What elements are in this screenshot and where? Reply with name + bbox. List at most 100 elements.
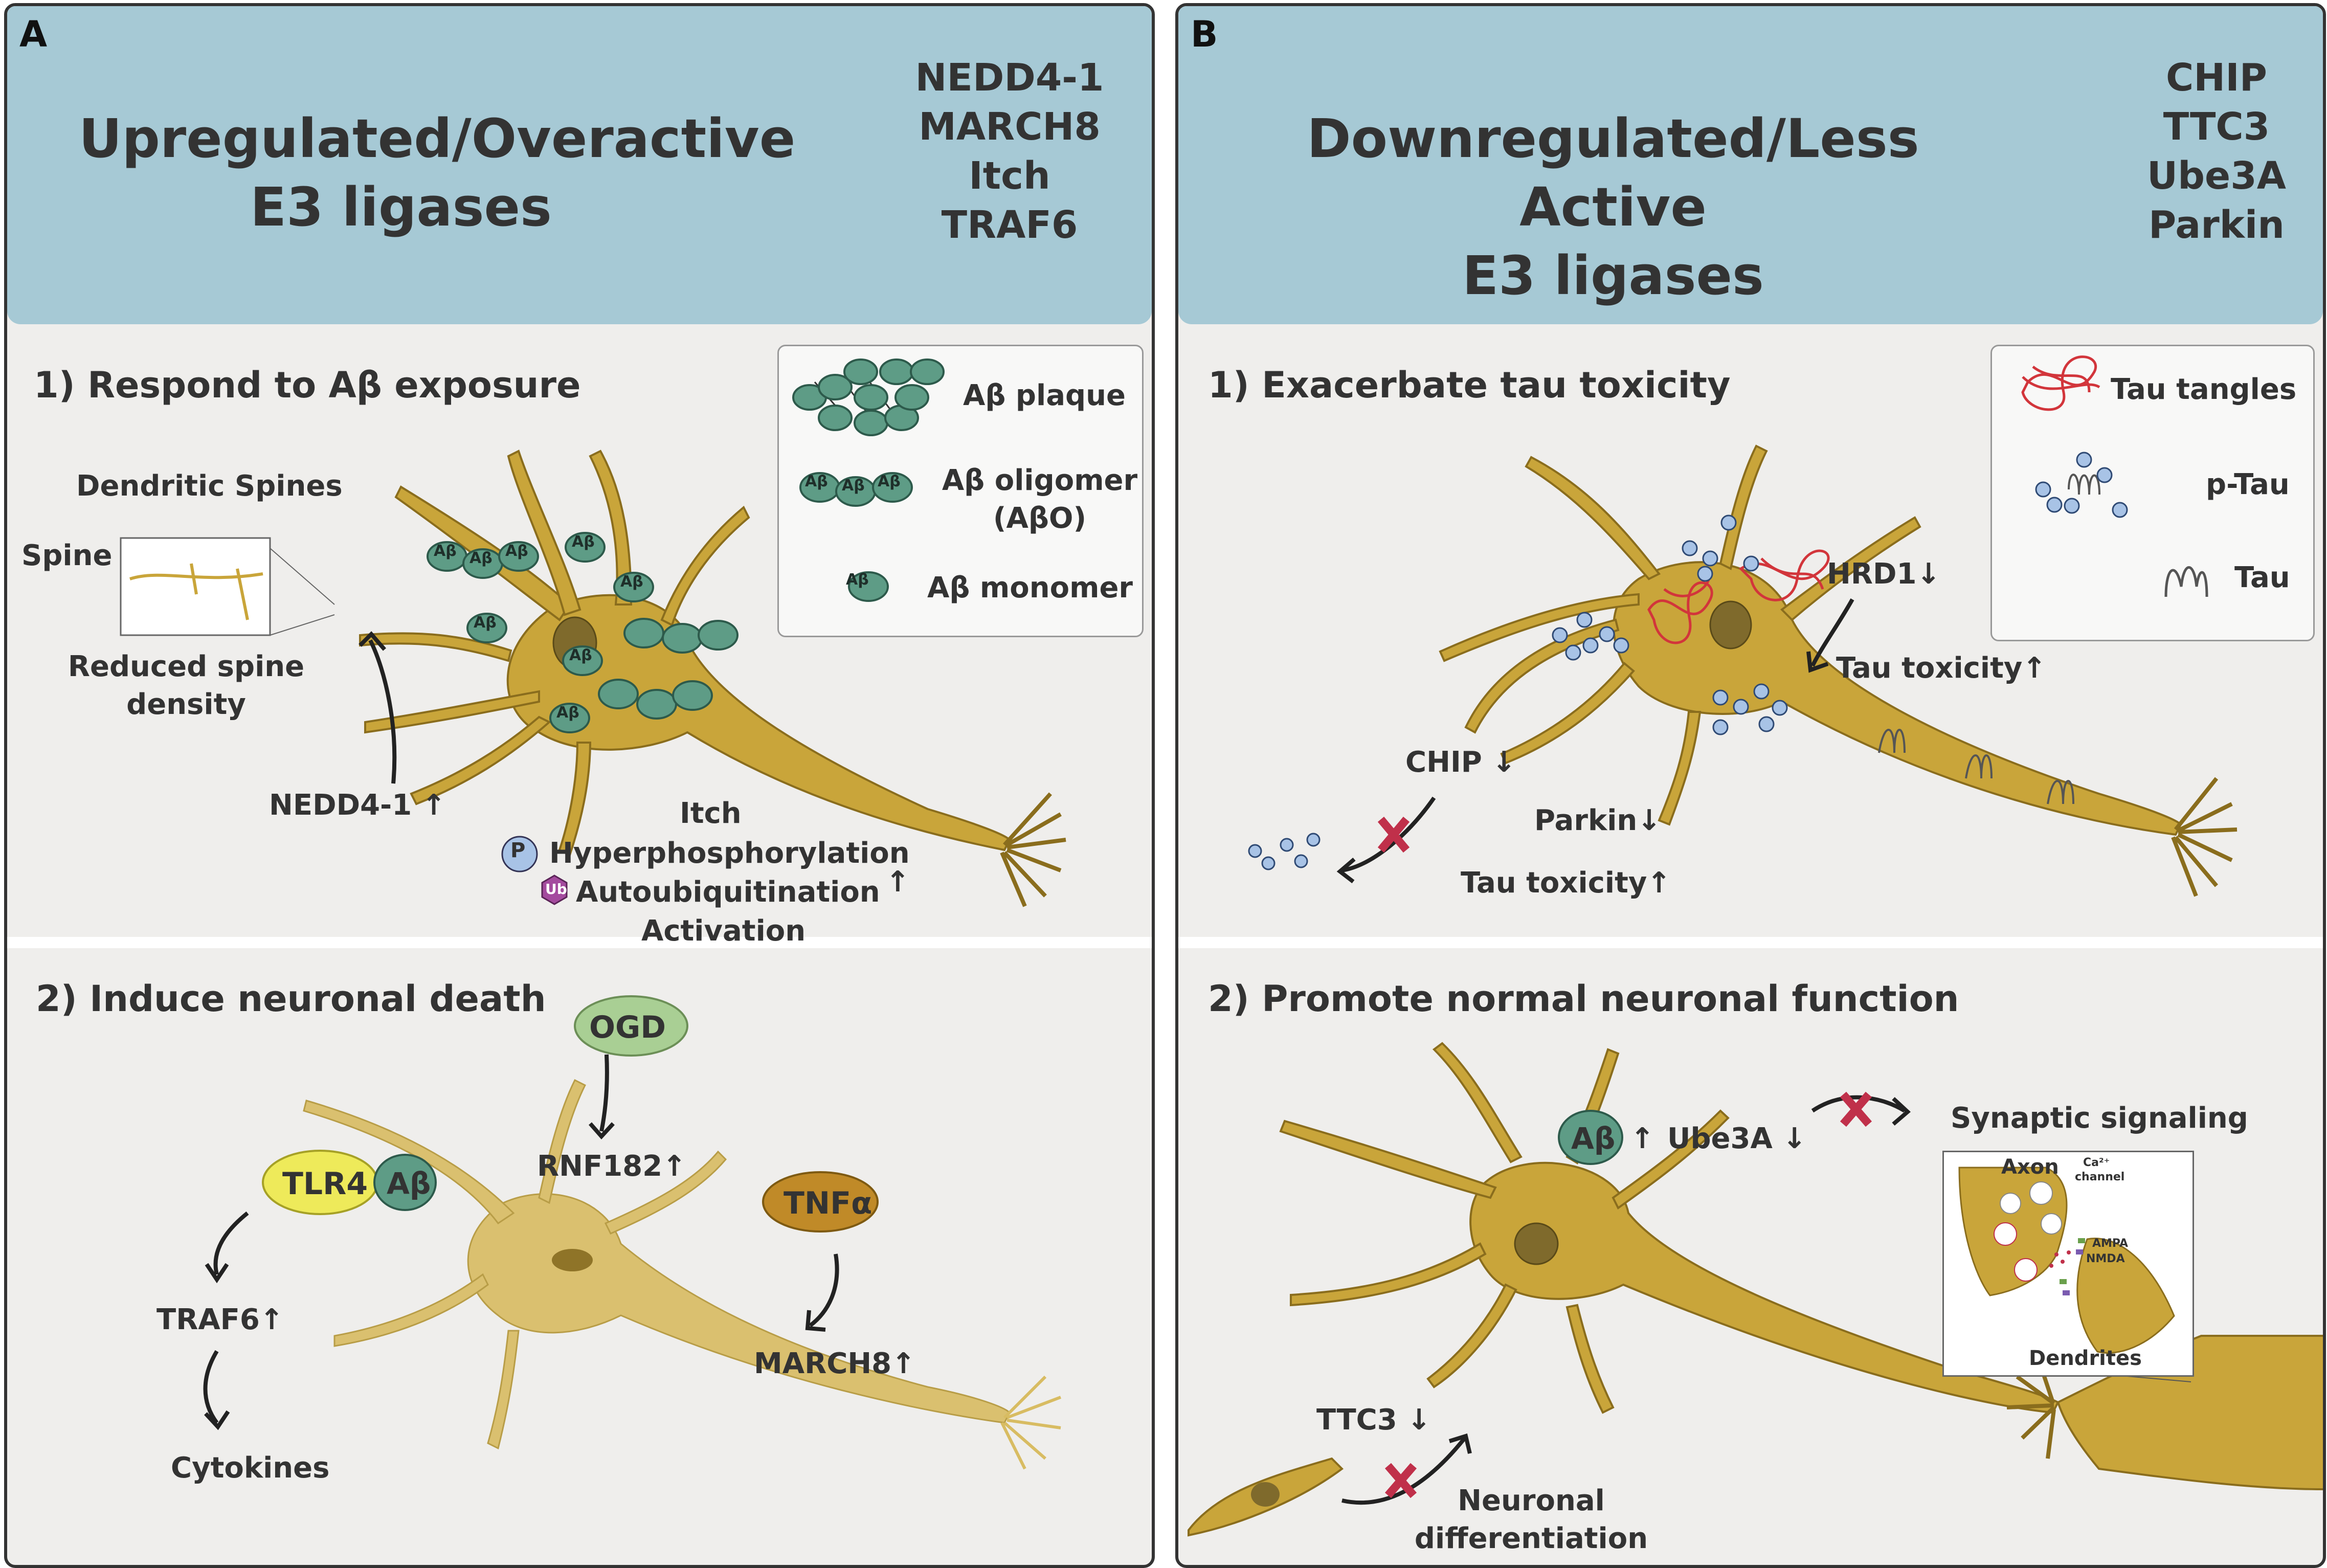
tau-tox1-text: Tau toxicity — [1836, 652, 2023, 685]
ttc3-text: TTC3 — [1316, 1403, 1397, 1437]
abeta-token-legend: Aβ — [805, 473, 828, 490]
panel-a-header: A Upregulated/Overactive E3 ligases NEDD… — [7, 6, 1152, 324]
parkin-label: Parkin↓ — [1534, 804, 1661, 837]
panel-b-title: Downregulated/Less Active E3 ligases — [1255, 104, 1971, 310]
neuronal-differentiation-label: Neuronal differentiation — [1403, 1482, 1659, 1558]
reduced-spine-line2: density — [126, 688, 246, 721]
tnfa-oval — [762, 1171, 879, 1233]
panel-a-title-line1: Upregulated/Overactive — [79, 107, 796, 170]
phosphate-icon — [501, 836, 538, 872]
legend-b-icons — [2021, 355, 2208, 597]
abeta-b-up-icon: ↑ — [1630, 1122, 1654, 1155]
rnf182-label: RNF182↑ — [537, 1150, 686, 1183]
inset-ampa-label: AMPA — [2092, 1237, 2129, 1250]
nedd4-arrow — [368, 639, 397, 784]
axon-terminal-b1 — [2171, 777, 2238, 897]
neuronal-line1: Neuronal — [1458, 1484, 1605, 1517]
legend-p-tau-icon — [2035, 452, 2128, 518]
panel-a-letter: A — [19, 13, 48, 55]
ogd-oval — [574, 995, 688, 1057]
panel-a: A Upregulated/Overactive E3 ligases NEDD… — [4, 3, 1155, 1568]
chip-down-icon: ↓ — [1492, 746, 1516, 779]
inhibition-x-icon — [1377, 816, 1410, 853]
ligase-chip: CHIP — [2165, 56, 2267, 100]
hrd1-arrow — [1810, 598, 1854, 667]
panel-b-ligase-list: CHIP TTC3 Ube3A Parkin — [2119, 53, 2314, 250]
cytokines-label: Cytokines — [171, 1451, 330, 1485]
tnfa-arrow — [809, 1253, 839, 1328]
abeta-oligomer-icon — [799, 472, 913, 507]
abeta-token: Aβ — [620, 573, 643, 591]
nucleus-b2 — [1514, 1222, 1559, 1265]
inset-channel-label: channel — [2075, 1171, 2125, 1183]
abeta-label: Aβ — [387, 1166, 431, 1201]
reduced-spine-label: Reduced spine density — [63, 648, 309, 724]
ube3a-arrow — [1811, 1095, 1906, 1113]
panel-a-section2-title: 2) Induce neuronal death — [36, 978, 546, 1020]
p-badge-text: P — [510, 839, 526, 862]
panel-a-title-line2: E3 ligases — [250, 176, 552, 238]
itch-up-arrow-icon: ↑ — [886, 865, 910, 899]
activation-label: Activation — [641, 914, 806, 948]
up-arrow-icon: ↑ — [421, 789, 446, 822]
abeta-token-legend: Aβ — [846, 571, 869, 589]
tau-tox1-up-icon: ↑ — [2022, 652, 2047, 685]
traf6-arrow — [203, 1350, 219, 1424]
reduced-spine-line1: Reduced spine — [68, 650, 305, 683]
hrd1-down-icon: ↓ — [1916, 557, 1941, 591]
chip-label: CHIP ↓ — [1405, 746, 1516, 779]
ligase-itch: Itch — [969, 154, 1050, 198]
legend-oligomer-line2: (AβO) — [993, 502, 1087, 535]
legend-plaque-label: Aβ plaque — [963, 379, 1126, 412]
abeta-token: Aβ — [434, 542, 457, 560]
panel-b-legend: Tau tangles p-Tau Tau — [1990, 345, 2315, 641]
nucleus-b1 — [1709, 600, 1752, 649]
panel-b-artwork — [1188, 444, 2323, 1537]
tau-tox2-text: Tau toxicity — [1461, 866, 1647, 900]
legend-oligomer-line1: Aβ oligomer — [942, 464, 1138, 497]
traf6-label: TRAF6↑ — [156, 1303, 284, 1336]
traf6-up-icon: ↑ — [259, 1303, 284, 1336]
ligase-parkin: Parkin — [2149, 203, 2285, 247]
abeta-monomer-icon — [848, 571, 889, 602]
panel-a-section-divider — [7, 937, 1152, 948]
tau-strands — [1878, 729, 2074, 804]
ligase-nedd4: NEDD4-1 — [915, 56, 1104, 100]
dendritic-spines-label: Dendritic Spines — [76, 469, 343, 503]
inhibition-x-icon-ttc3 — [1384, 1463, 1417, 1498]
synapse-inset: Axon Ca²⁺ channel AMPA NMDA Dendrites — [1942, 1151, 2194, 1377]
inset-dendrites-label: Dendrites — [2029, 1347, 2142, 1370]
parkin-down-icon: ↓ — [1637, 804, 1662, 837]
abeta-oval — [373, 1154, 437, 1211]
panel-a-ligase-list: NEDD4-1 MARCH8 Itch TRAF6 — [851, 53, 1152, 250]
abeta-token: Aβ — [474, 614, 497, 632]
hyperphos-label: Hyperphosphorylation — [549, 837, 910, 870]
abeta-token: Aβ — [556, 704, 579, 722]
inset-axon-label: Axon — [2001, 1155, 2059, 1179]
ttc3-arrow — [1341, 1437, 1467, 1505]
nedd4-label: NEDD4-1 ↑ — [269, 789, 446, 822]
march8-label: MARCH8↑ — [754, 1347, 915, 1380]
legend-tau-label: Tau — [2234, 561, 2290, 594]
abeta-b-label: Aβ — [1571, 1121, 1616, 1156]
panel-b-section2-title: 2) Promote normal neuronal function — [1208, 978, 1959, 1020]
inset-ca-label: Ca²⁺ — [2083, 1156, 2110, 1169]
ube3a-down-icon: ↓ — [1782, 1122, 1807, 1155]
tlr4-arrow — [213, 1211, 249, 1275]
panel-b-title-line2: E3 ligases — [1462, 244, 1764, 307]
abeta-token: Aβ — [469, 549, 493, 567]
synapse-art — [1958, 1167, 2175, 1354]
rnf182-up-icon: ↑ — [662, 1150, 687, 1183]
legend-a-icons — [792, 359, 945, 602]
legend-tangles-label: Tau tangles — [2111, 373, 2297, 406]
abeta-token: Aβ — [572, 533, 595, 551]
panel-b: B Downregulated/Less Active E3 ligases C… — [1175, 3, 2326, 1568]
panel-b-header: B Downregulated/Less Active E3 ligases C… — [1178, 6, 2323, 324]
tau-toxicity-label-2: Tau toxicity↑ — [1461, 866, 1671, 900]
tau-toxicity-label-1: Tau toxicity↑ — [1836, 652, 2046, 685]
abeta-token-legend: Aβ — [842, 477, 865, 495]
traf6-text: TRAF6 — [156, 1303, 260, 1336]
ubiquitin-icon — [541, 875, 568, 905]
abeta-oval-b — [1558, 1110, 1623, 1165]
precursor-nucleus — [1251, 1482, 1280, 1507]
